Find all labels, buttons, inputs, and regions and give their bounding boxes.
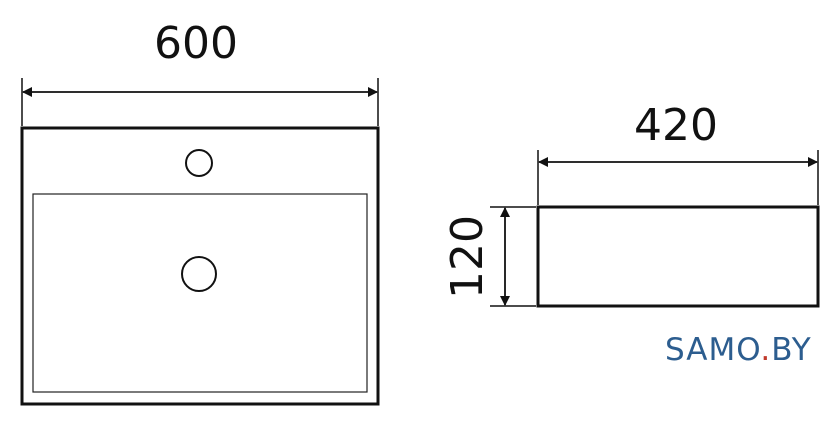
- side-width-label: 420: [634, 100, 718, 151]
- side-outline: [536, 205, 820, 308]
- width-label: 600: [154, 18, 238, 69]
- width-dimension-top: 600: [21, 18, 379, 126]
- faucet-hole: [185, 149, 213, 177]
- height-label: 120: [442, 215, 493, 299]
- basin-inner-bowl: [32, 193, 368, 393]
- brand-dot: .: [760, 332, 772, 368]
- basin-side-view: [536, 205, 820, 308]
- brand-text-main: SAMO: [665, 332, 761, 368]
- brand-text-domain: BY: [771, 332, 812, 368]
- basin-top-view: [20, 126, 380, 406]
- height-dimension: 120: [442, 206, 536, 307]
- width-dimension-side: 420: [537, 100, 819, 205]
- basin-outer-outline: [20, 126, 380, 406]
- brand-logo: SAMO.BY: [665, 332, 812, 368]
- drain-hole: [181, 256, 217, 292]
